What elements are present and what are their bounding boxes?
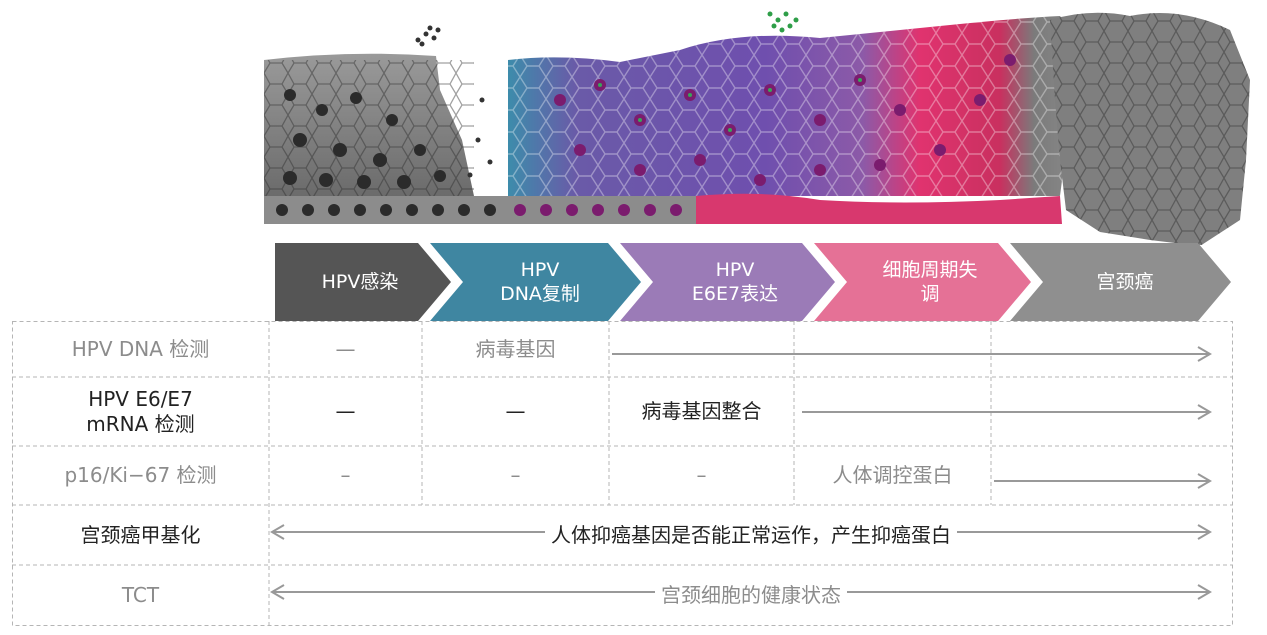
row4-span-text: 人体抑癌基因是否能正常运作，产生抑癌蛋白 bbox=[545, 522, 957, 548]
row2-col3-text: 病毒基因整合 bbox=[641, 399, 762, 423]
row-label-methylation: 宫颈癌甲基化 bbox=[80, 522, 201, 547]
stage-label-dna-replication: HPV DNA复制 bbox=[500, 259, 580, 305]
row-label-hpv-dna: HPV DNA 检测 bbox=[71, 336, 210, 361]
stage-arrows bbox=[275, 243, 1231, 321]
basal-layer bbox=[264, 193, 1062, 224]
row2-col1-dash: — bbox=[335, 399, 356, 423]
stage-arrow-5 bbox=[1010, 243, 1231, 321]
stage-arrow-1 bbox=[275, 243, 451, 321]
row3-col3-dash: – bbox=[696, 463, 707, 487]
stage-label-cell-cycle: 细胞周期失 调 bbox=[882, 259, 978, 305]
stage-label-hpv-infection: HPV感染 bbox=[321, 271, 399, 293]
row5-span-wrap: 宫颈细胞的健康状态 bbox=[269, 565, 1233, 626]
detection-table: HPV DNA 检测 — 病毒基因 HPV E6/E7 mRNA 检测 — — … bbox=[12, 321, 1233, 626]
row3-col4-text: 人体调控蛋白 bbox=[832, 463, 953, 487]
stage-label-e6e7-expression: HPV E6E7表达 bbox=[691, 259, 779, 305]
row3-col2-dash: – bbox=[510, 463, 521, 487]
virus-particles-icon bbox=[415, 25, 493, 178]
row-label-hpv-mrna: HPV E6/E7 mRNA 检测 bbox=[86, 386, 195, 436]
row4-span-wrap: 人体抑癌基因是否能正常运作，产生抑癌蛋白 bbox=[269, 505, 1233, 565]
row1-col2-text: 病毒基因 bbox=[475, 336, 556, 361]
row3-col1-dash: – bbox=[340, 463, 351, 487]
stage-arrow-4 bbox=[814, 243, 1031, 321]
row1-col1-dash: — bbox=[335, 336, 356, 361]
stage-arrow-3 bbox=[620, 243, 835, 321]
row-label-tct: TCT bbox=[121, 583, 160, 607]
row-label-p16: p16/Ki−67 检测 bbox=[64, 463, 217, 487]
row5-span-text: 宫颈细胞的健康状态 bbox=[655, 583, 847, 608]
tissue-illustration bbox=[264, 11, 1250, 245]
green-virus-particles-icon bbox=[767, 11, 799, 33]
row2-col2-dash: — bbox=[505, 399, 526, 423]
stage-label-cervical-cancer: 宫颈癌 bbox=[1096, 271, 1154, 293]
stage-arrow-2 bbox=[430, 243, 641, 321]
